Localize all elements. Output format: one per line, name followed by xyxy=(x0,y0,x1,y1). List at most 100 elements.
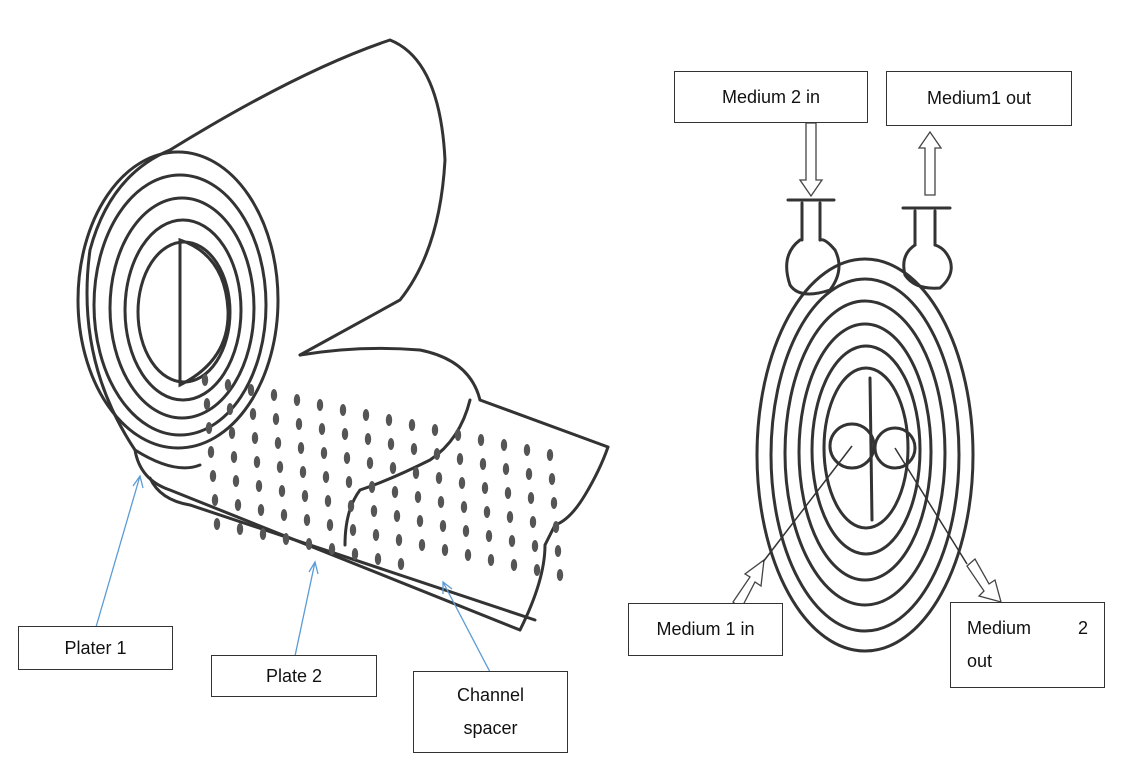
perforation-dot xyxy=(305,538,313,550)
perforation-dot xyxy=(552,521,560,533)
perforation-dot xyxy=(556,569,564,581)
perforation-dot xyxy=(209,470,217,482)
perforation-dot xyxy=(441,544,449,556)
label-plater-1: Plater 1 xyxy=(18,626,173,670)
perforation-dot xyxy=(395,534,403,546)
perforation-dot xyxy=(282,533,290,545)
label-plater-1-text: Plater 1 xyxy=(64,637,127,658)
perforation-dot xyxy=(531,540,539,552)
perforation-dot xyxy=(385,414,393,426)
perforation-dot xyxy=(529,516,537,528)
perforation-dot xyxy=(508,535,516,547)
perforation-dot xyxy=(297,442,305,454)
perforation-dot xyxy=(259,528,267,540)
perforation-dot xyxy=(477,434,485,446)
spiral-cross-section xyxy=(755,198,975,653)
label-medium2-in-text: Medium 2 in xyxy=(721,86,821,107)
perforation-dot xyxy=(546,449,554,461)
label-plate-2: Plate 2 xyxy=(211,655,377,697)
perforation-dot xyxy=(213,518,221,530)
perforation-dot xyxy=(236,523,244,535)
flow-lines-right xyxy=(762,445,968,565)
perforation-dot xyxy=(349,524,357,536)
perforation-dot xyxy=(303,514,311,526)
perforation-dot xyxy=(366,457,374,469)
perforation-dot xyxy=(341,428,349,440)
perforation-dot xyxy=(391,486,399,498)
perforation-dot xyxy=(525,468,533,480)
perforation-dot xyxy=(437,496,445,508)
perforation-dot xyxy=(533,564,541,576)
label-medium1-out: Medium1 out xyxy=(886,71,1072,126)
perforation-dot xyxy=(410,443,418,455)
arrow-medium2-in xyxy=(798,122,824,198)
leader-lines-left xyxy=(95,474,491,673)
perforation-dot xyxy=(387,438,395,450)
perforation-dot xyxy=(322,471,330,483)
perforation-dot xyxy=(389,462,397,474)
perforation-dot xyxy=(280,509,288,521)
perforation-dot xyxy=(320,447,328,459)
perforation-dot xyxy=(207,446,215,458)
perforation-dot xyxy=(483,506,491,518)
flow-arrows xyxy=(732,122,1002,611)
perforation-dot xyxy=(374,553,382,565)
perforation-dot xyxy=(270,389,278,401)
label-channel-spacer-line2: spacer xyxy=(463,718,518,738)
arrow-medium1-out xyxy=(917,130,943,196)
arrow-medium1-in xyxy=(732,558,765,611)
perforation-dot xyxy=(232,475,240,487)
perforation-dot xyxy=(548,473,556,485)
perforation-dot xyxy=(550,497,558,509)
perforation-dot xyxy=(276,461,284,473)
perforation-dot xyxy=(504,487,512,499)
label-medium1-in: Medium 1 in xyxy=(628,603,783,656)
perforation-dot xyxy=(393,510,401,522)
perforation-dot xyxy=(523,444,531,456)
perforation-dot xyxy=(464,549,472,561)
perforation-dot xyxy=(460,501,468,513)
perforation-dot xyxy=(272,413,280,425)
perforation-dot xyxy=(253,456,261,468)
perforation-dot xyxy=(370,505,378,517)
perforation-dot xyxy=(506,511,514,523)
perforation-dot xyxy=(362,409,370,421)
perforation-dot xyxy=(439,520,447,532)
perforation-dot xyxy=(408,419,416,431)
perforation-dot xyxy=(364,433,372,445)
perforation-dot xyxy=(345,476,353,488)
perforation-dot xyxy=(257,504,265,516)
perforation-dot xyxy=(412,467,420,479)
perforation-dot xyxy=(201,374,209,386)
perforation-dot xyxy=(433,448,441,460)
perforation-dot xyxy=(397,558,405,570)
perforation-dot xyxy=(343,452,351,464)
perforation-dot xyxy=(318,423,326,435)
leader-plate2 xyxy=(294,561,316,657)
perforation-dot xyxy=(351,548,359,560)
leader-plate1 xyxy=(95,475,141,628)
label-channel-spacer-line1: Channel xyxy=(456,685,525,705)
leader-spacer xyxy=(442,581,491,673)
label-medium1-in-text: Medium 1 in xyxy=(656,619,755,639)
label-medium2-in: Medium 2 in xyxy=(674,71,868,123)
perforation-dot xyxy=(502,463,510,475)
perforation-dot xyxy=(481,482,489,494)
perforation-dot xyxy=(234,499,242,511)
arrow-medium2-out xyxy=(966,557,1002,603)
perforation-dot xyxy=(368,481,376,493)
label-plate-2-text: Plate 2 xyxy=(265,665,323,686)
label-medium2-out-line2: out xyxy=(967,651,993,671)
perforation-dot xyxy=(226,403,234,415)
perforation-dot xyxy=(299,466,307,478)
perforation-dot xyxy=(431,424,439,436)
perforation-dot xyxy=(479,458,487,470)
perforation-dot xyxy=(527,492,535,504)
perforation-dot xyxy=(435,472,443,484)
perforation-dot xyxy=(295,418,303,430)
perforation-dot xyxy=(255,480,263,492)
perforation-dot xyxy=(458,477,466,489)
perforation-dot xyxy=(211,494,219,506)
label-medium2-out-word: Medium xyxy=(967,618,1032,638)
